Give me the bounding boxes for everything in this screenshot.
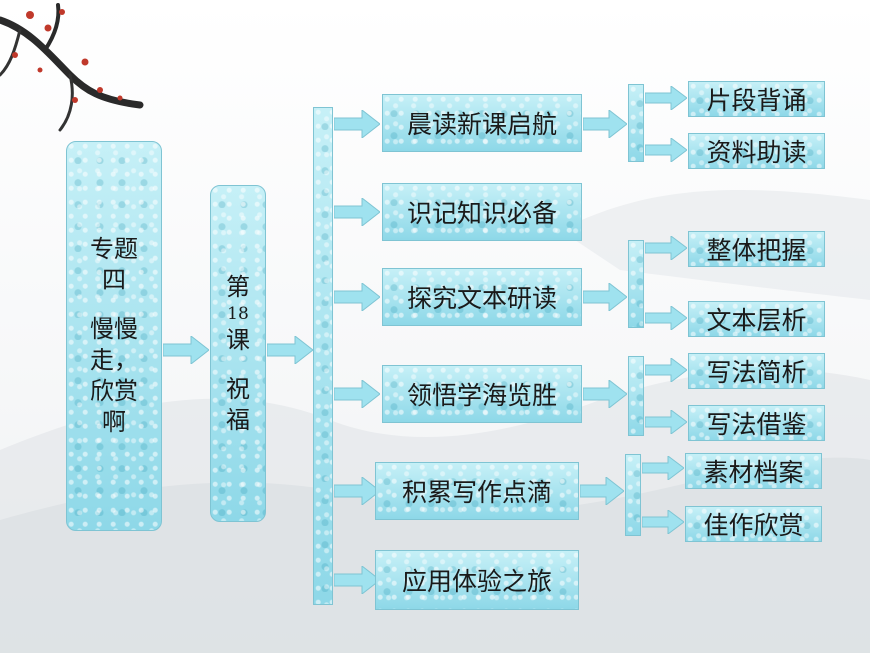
sub-bracket — [628, 240, 644, 328]
section-label: 探究文本研读 — [406, 284, 557, 313]
arrow-to-sub — [642, 456, 684, 480]
arrow-to-section-2 — [334, 198, 380, 226]
arrow-to-sub — [645, 86, 687, 110]
topic-line: 走， — [90, 346, 138, 374]
arrow-to-section-3 — [334, 283, 380, 311]
sub-box[interactable]: 片段背诵 — [688, 81, 825, 117]
lesson-line: 课 — [226, 325, 250, 354]
section-label: 领悟学海览胜 — [406, 381, 557, 410]
sub-label: 素材档案 — [703, 458, 804, 487]
sub-label: 写法借鉴 — [706, 410, 807, 439]
section-box[interactable]: 积累写作点滴 — [375, 462, 579, 520]
section-label: 应用体验之旅 — [401, 567, 552, 596]
arrow-to-sub — [645, 410, 687, 434]
lesson-line: 祝 — [226, 374, 250, 403]
sub-bracket — [628, 356, 644, 436]
topic-line: 四 — [102, 266, 126, 294]
topic-line: 慢慢 — [90, 315, 138, 343]
arrow-to-sub — [645, 306, 687, 330]
section-box[interactable]: 应用体验之旅 — [375, 550, 579, 610]
sub-bracket — [628, 84, 644, 162]
lesson-line: 18 — [227, 303, 249, 324]
sub-box[interactable]: 整体把握 — [688, 231, 825, 267]
topic-line: 啊 — [102, 408, 126, 436]
sub-box[interactable]: 佳作欣赏 — [685, 506, 822, 542]
arrow-to-section-6 — [334, 566, 380, 594]
section-label: 识记知识必备 — [406, 199, 557, 228]
arrow-to-section-4 — [334, 380, 380, 408]
sub-box[interactable]: 写法借鉴 — [688, 405, 825, 441]
sub-label: 文本层析 — [706, 306, 807, 335]
topic-line: 专题 — [90, 235, 138, 263]
section-label: 晨读新课启航 — [406, 110, 557, 139]
arrow-to-section-1 — [334, 110, 380, 138]
sub-label: 片段背诵 — [706, 86, 807, 115]
section-label: 积累写作点滴 — [401, 478, 552, 507]
section-box[interactable]: 晨读新课启航 — [382, 94, 582, 152]
arrow-to-section-5 — [334, 477, 380, 505]
section-box[interactable]: 领悟学海览胜 — [382, 365, 582, 423]
section-box[interactable]: 识记知识必备 — [382, 183, 582, 241]
sub-bracket — [625, 454, 641, 536]
arrow-lesson-to-sections — [267, 336, 313, 364]
arrow-to-sub — [645, 138, 687, 162]
topic-line: 欣赏 — [90, 377, 138, 405]
arrow-section-1-to-subs — [583, 110, 627, 138]
arrow-to-sub — [645, 236, 687, 260]
lesson-line: 福 — [226, 405, 250, 434]
topic-box: 专题 四 慢慢 走， 欣赏 啊 — [66, 141, 162, 531]
sub-label: 资料助读 — [706, 138, 807, 167]
arrow-to-sub — [645, 358, 687, 382]
arrow-section-4-to-subs — [583, 380, 627, 408]
sub-box[interactable]: 写法简析 — [688, 353, 825, 389]
lesson-line: 第 — [226, 272, 250, 301]
sub-box[interactable]: 文本层析 — [688, 301, 825, 337]
section-box[interactable]: 探究文本研读 — [382, 268, 582, 326]
sub-label: 整体把握 — [706, 236, 807, 265]
sub-box[interactable]: 资料助读 — [688, 133, 825, 169]
plum-blossom-branch-decoration — [0, 3, 144, 132]
arrow-section-5-to-subs — [580, 477, 624, 505]
sub-label: 佳作欣赏 — [703, 511, 804, 540]
arrow-topic-to-lesson — [163, 336, 209, 364]
arrow-to-sub — [642, 510, 684, 534]
sub-box[interactable]: 素材档案 — [685, 453, 822, 489]
arrow-section-3-to-subs — [583, 283, 627, 311]
sub-label: 写法简析 — [706, 358, 807, 387]
lesson-box: 第 18 课 祝 福 — [210, 185, 266, 522]
sections-bracket — [313, 107, 333, 605]
